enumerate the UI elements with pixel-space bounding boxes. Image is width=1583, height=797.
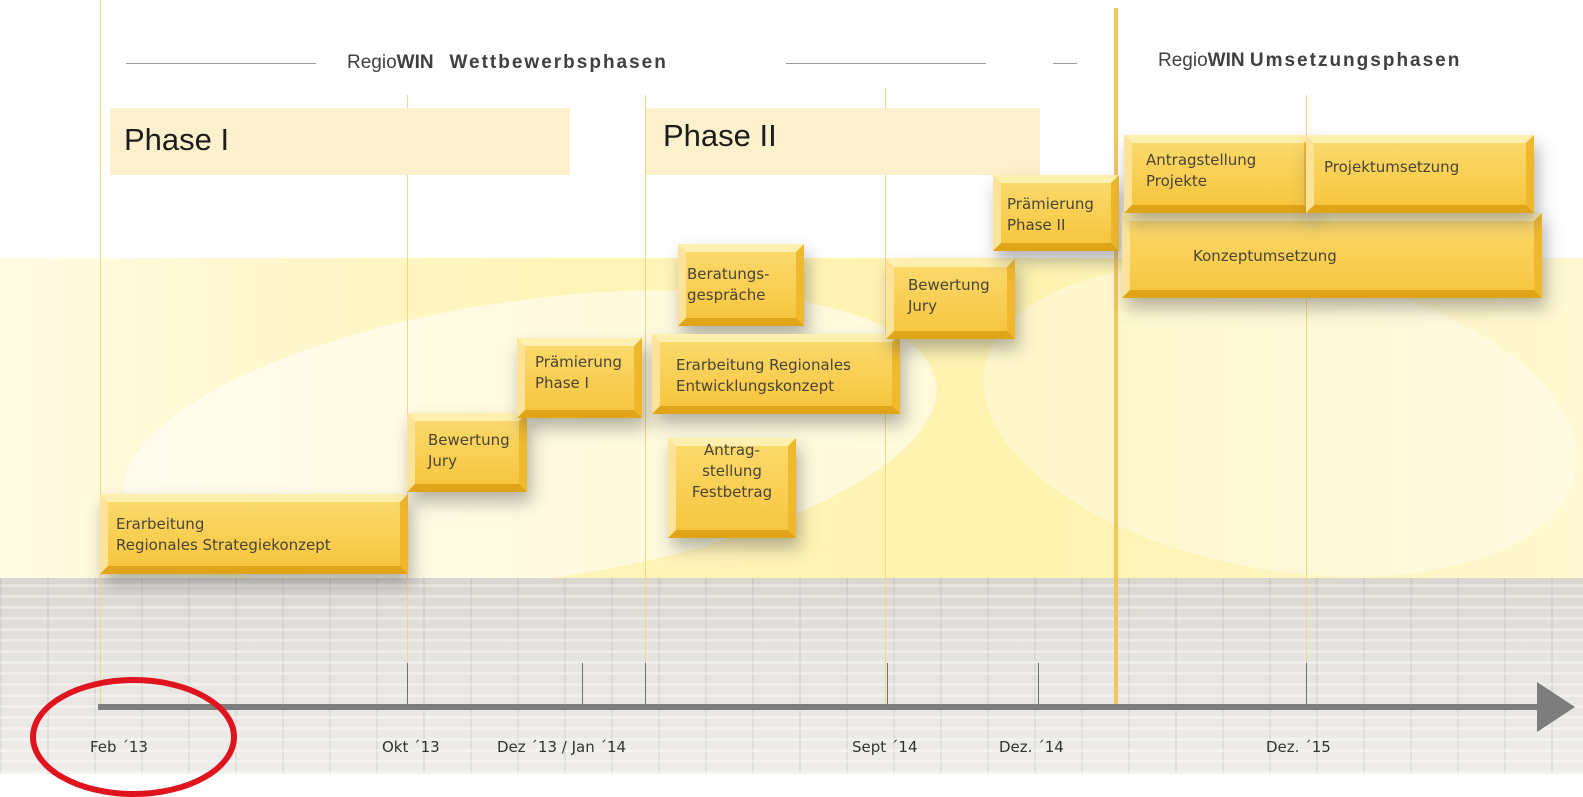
box-label: Antrag- stellung Festbetrag (691, 441, 773, 501)
axis-tick (1038, 663, 1039, 704)
axis-label-dez13-jan14: Dez ´13 / Jan ´14 (497, 738, 627, 756)
phase1-banner (110, 108, 570, 175)
guide-line (1306, 95, 1307, 704)
box-konzeptumsetzung (1122, 213, 1542, 298)
box-label: Antragstellung Projekte (1146, 151, 1257, 190)
box-label: Konzeptumsetzung (1193, 247, 1337, 265)
box-label: Prämierung Phase II (1007, 195, 1094, 234)
competition-header: RegioWIN Wettbewerbsphasen (347, 52, 668, 73)
box-label: Beratungs- gespräche (687, 265, 770, 304)
phase1-title: Phase I (124, 122, 230, 157)
phase2-title: Phase II (663, 118, 777, 153)
box-antragstellung-festbetrag (668, 438, 796, 538)
box-beratungsgespraeche (678, 244, 804, 326)
axis-tick (645, 663, 646, 704)
box-label: Bewertung Jury (908, 276, 990, 315)
box-bewertung-jury-2 (886, 259, 1015, 339)
header-rule (1053, 63, 1077, 64)
axis-tick (887, 663, 888, 704)
phase-divider (1114, 8, 1118, 708)
box-label: Prämierung Phase I (535, 353, 622, 392)
box-label: Projektumsetzung (1324, 158, 1460, 176)
header-rule (786, 63, 986, 64)
phase2-banner (646, 108, 1040, 175)
box-erarbeitung-strategiekonzept (100, 494, 408, 574)
box-projektumsetzung (1306, 135, 1534, 213)
box-label: Erarbeitung Regionales Strategiekonzept (116, 515, 331, 554)
guide-line (645, 95, 646, 704)
axis-label-sept14: Sept ´14 (852, 738, 918, 756)
box-bewertung-jury-1 (407, 413, 527, 492)
timeline-axis (98, 704, 1543, 710)
axis-label-okt13: Okt ´13 (382, 738, 440, 756)
header-rule (126, 63, 316, 64)
box-label: Bewertung Jury (428, 431, 510, 470)
axis-tick (1306, 663, 1307, 704)
axis-tick (407, 663, 408, 704)
box-praemierung-phase2 (993, 175, 1119, 251)
axis-label-dez14: Dez. ´14 (999, 738, 1064, 756)
implementation-header: RegioWIN Umsetzungsphasen (1158, 50, 1462, 71)
axis-tick (582, 663, 583, 704)
timeline-arrow-icon (1537, 682, 1575, 732)
guide-line (407, 95, 408, 704)
box-praemierung-phase1 (517, 338, 642, 418)
background-texture (0, 578, 1583, 774)
highlight-ellipse (30, 677, 237, 797)
axis-label-dez15: Dez. ´15 (1266, 738, 1331, 756)
box-label: Erarbeitung Regionales Entwicklungskonze… (676, 356, 851, 395)
guide-line (100, 0, 101, 704)
box-erarbeitung-entwicklungskonzept (652, 334, 900, 414)
